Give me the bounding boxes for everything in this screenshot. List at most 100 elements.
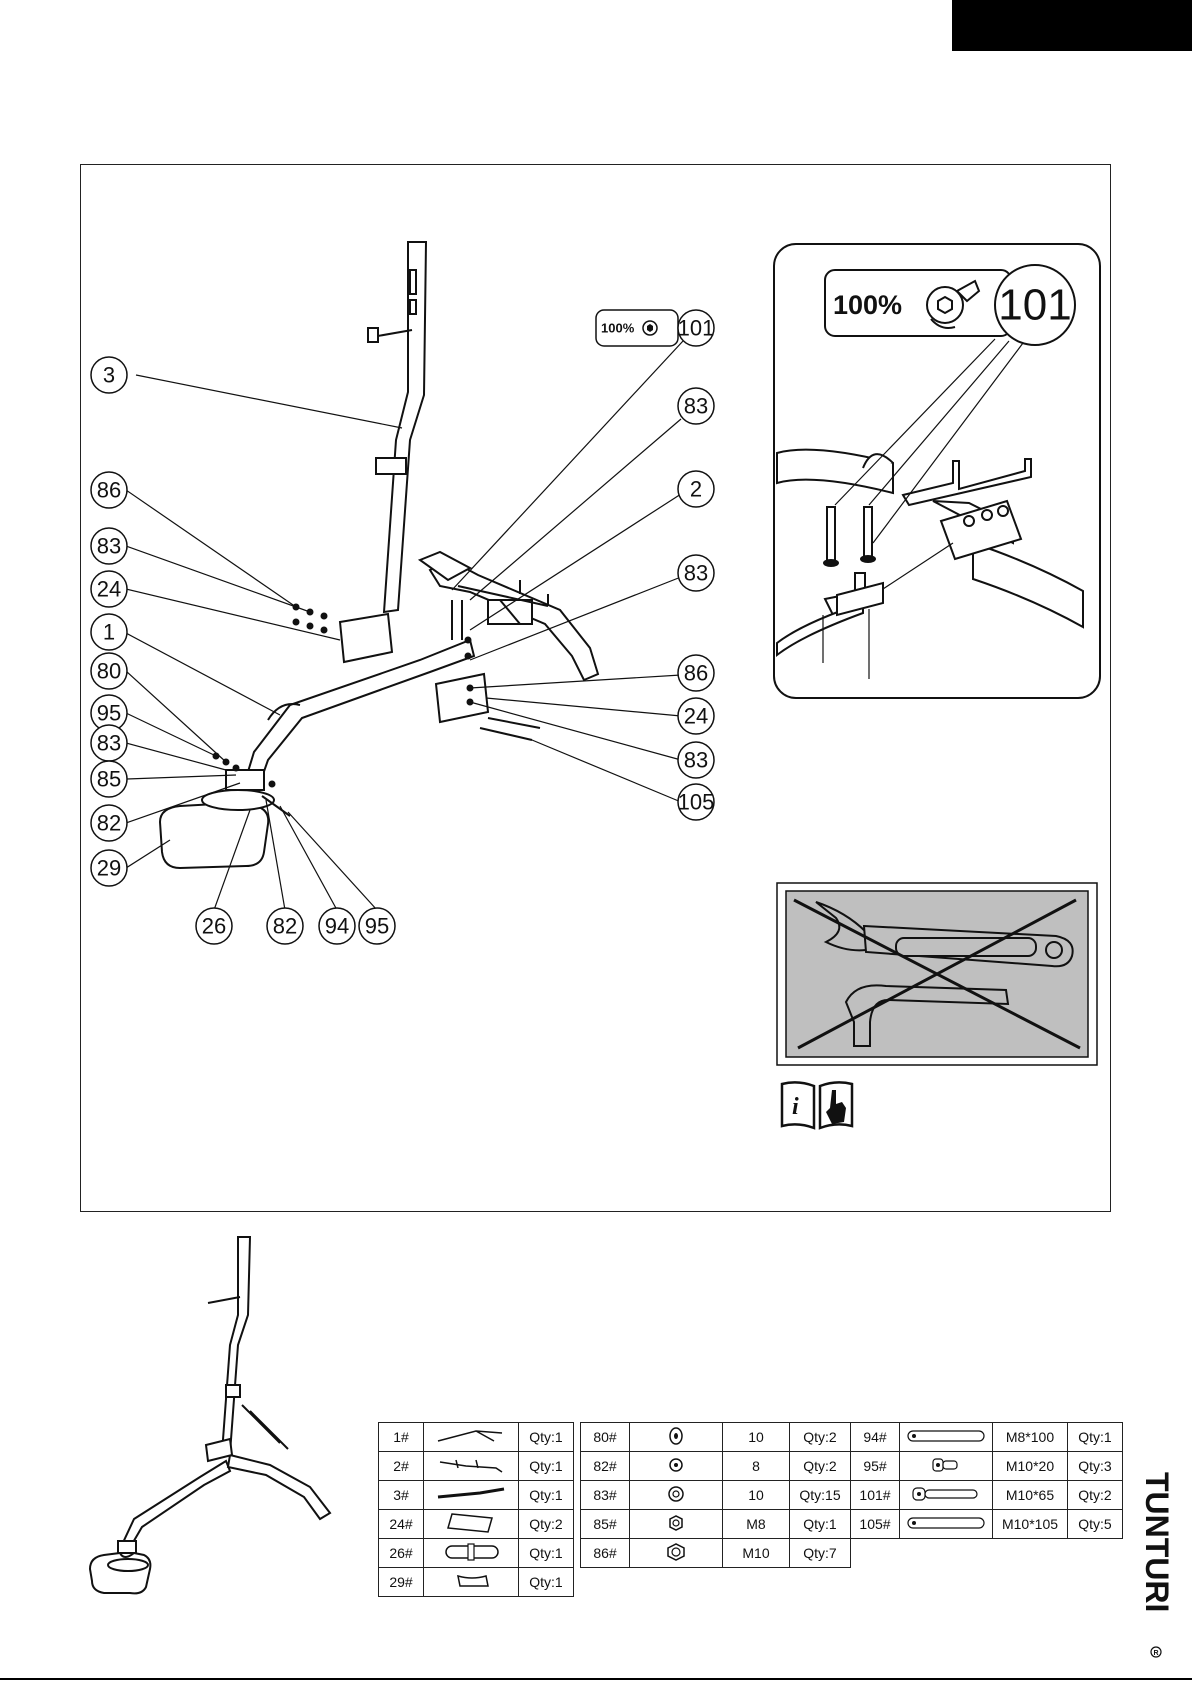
upright-tube-icon bbox=[423, 1480, 519, 1510]
part-qty: Qty:5 bbox=[1067, 1509, 1123, 1539]
svg-text:100%: 100% bbox=[833, 290, 902, 320]
table-row: 1# Qty:1 bbox=[378, 1422, 574, 1452]
nut-icon bbox=[629, 1509, 723, 1539]
part-qty: Qty:7 bbox=[789, 1538, 851, 1568]
svg-text:85: 85 bbox=[97, 767, 121, 792]
wrench-icon bbox=[642, 320, 658, 336]
table-row: 85# M8 Qty:1 bbox=[580, 1509, 851, 1539]
bracket-plate-left bbox=[338, 612, 394, 664]
svg-text:29: 29 bbox=[97, 856, 121, 881]
svg-text:83: 83 bbox=[684, 394, 708, 419]
svg-text:i: i bbox=[792, 1094, 799, 1120]
svg-text:101: 101 bbox=[678, 316, 715, 341]
long-bolt-icon bbox=[899, 1509, 993, 1539]
svg-text:105: 105 bbox=[678, 790, 715, 815]
part-spec: M10*20 bbox=[992, 1451, 1068, 1481]
part-spec: 10 bbox=[722, 1480, 790, 1510]
manual-info-icon: i bbox=[780, 1081, 854, 1130]
torque-badge-small: 100% 101 bbox=[595, 309, 715, 347]
svg-text:24: 24 bbox=[97, 577, 121, 602]
callouts-right: 83 2 83 86 24 83 105 bbox=[677, 387, 715, 821]
part-spec: M10 bbox=[722, 1538, 790, 1568]
part-spec: M10*105 bbox=[992, 1509, 1068, 1539]
foot-plate-icon bbox=[423, 1567, 519, 1597]
part-spec: 10 bbox=[722, 1422, 790, 1452]
part-id: 105# bbox=[850, 1509, 900, 1539]
svg-text:2: 2 bbox=[690, 477, 702, 502]
parts-table-1: 1# Qty:1 2# Qty:1 3# Qty:1 24# Qty:2 26#… bbox=[378, 1422, 574, 1597]
svg-text:100%: 100% bbox=[601, 321, 635, 336]
svg-text:83: 83 bbox=[97, 534, 121, 559]
short-bolt-icon bbox=[899, 1451, 993, 1481]
part-spec: 8 bbox=[722, 1451, 790, 1481]
brand-logo-text: TUNTURI bbox=[1139, 1472, 1175, 1612]
part-id: 26# bbox=[378, 1538, 424, 1568]
part-id: 1# bbox=[378, 1422, 424, 1452]
wrench-icon bbox=[926, 279, 981, 329]
table-row: 82# 8 Qty:2 bbox=[580, 1451, 851, 1481]
part-qty: Qty:3 bbox=[1067, 1451, 1123, 1481]
brand-logo: TUNTURI R bbox=[1139, 1472, 1175, 1658]
frame-part-icon bbox=[423, 1422, 519, 1452]
table-row: 3# Qty:1 bbox=[378, 1480, 574, 1510]
svg-text:82: 82 bbox=[273, 914, 297, 939]
svg-text:86: 86 bbox=[684, 661, 708, 686]
part-qty: Qty:1 bbox=[518, 1480, 574, 1510]
table-row: 95# M10*20 Qty:3 bbox=[850, 1451, 1123, 1481]
part-qty: Qty:2 bbox=[789, 1451, 851, 1481]
front-frame-icon bbox=[423, 1451, 519, 1481]
table-row: 94# M8*100 Qty:1 bbox=[850, 1422, 1123, 1452]
svg-text:83: 83 bbox=[684, 561, 708, 586]
corner-tab bbox=[952, 0, 1192, 51]
assembly-frame bbox=[80, 164, 1111, 1212]
table-row: 101# M10*65 Qty:2 bbox=[850, 1480, 1123, 1510]
svg-text:83: 83 bbox=[97, 731, 121, 756]
part-spec: M8 bbox=[722, 1509, 790, 1539]
detail-panel: 100% 101 bbox=[773, 243, 1101, 699]
part-qty: Qty:1 bbox=[789, 1509, 851, 1539]
table-row: 29# Qty:1 bbox=[378, 1567, 574, 1597]
part-id: 24# bbox=[378, 1509, 424, 1539]
part-qty: Qty:2 bbox=[518, 1509, 574, 1539]
part-spec: M10*65 bbox=[992, 1480, 1068, 1510]
svg-text:101: 101 bbox=[998, 281, 1071, 330]
foot-pad-icon bbox=[423, 1538, 519, 1568]
svg-text:26: 26 bbox=[202, 914, 226, 939]
svg-text:80: 80 bbox=[97, 659, 121, 684]
svg-text:3: 3 bbox=[103, 363, 115, 388]
part-qty: Qty:2 bbox=[1067, 1480, 1123, 1510]
table-row: 105# M10*105 Qty:5 bbox=[850, 1509, 1123, 1539]
part-id: 29# bbox=[378, 1567, 424, 1597]
upright-tube bbox=[382, 241, 428, 614]
table-row: 24# Qty:2 bbox=[378, 1509, 574, 1539]
svg-text:24: 24 bbox=[684, 704, 708, 729]
svg-text:1: 1 bbox=[103, 620, 115, 645]
part-spec: M8*100 bbox=[992, 1422, 1068, 1452]
svg-text:83: 83 bbox=[684, 748, 708, 773]
part-id: 94# bbox=[850, 1422, 900, 1452]
footer-line bbox=[0, 1678, 1192, 1680]
part-id: 86# bbox=[580, 1538, 630, 1568]
curved-washer-icon bbox=[629, 1422, 723, 1452]
part-id: 83# bbox=[580, 1480, 630, 1510]
table-row: 83# 10 Qty:15 bbox=[580, 1480, 851, 1510]
svg-text:86: 86 bbox=[97, 478, 121, 503]
parts-table-3: 94# M8*100 Qty:1 95# M10*20 Qty:3 101# M… bbox=[850, 1422, 1123, 1539]
svg-text:R: R bbox=[1153, 1650, 1158, 1657]
part-qty: Qty:15 bbox=[789, 1480, 851, 1510]
bracket-plate-icon bbox=[423, 1509, 519, 1539]
svg-text:94: 94 bbox=[325, 914, 349, 939]
svg-text:82: 82 bbox=[97, 811, 121, 836]
nut-icon bbox=[629, 1538, 723, 1568]
part-qty: Qty:1 bbox=[518, 1422, 574, 1452]
bolt-icon bbox=[899, 1480, 993, 1510]
svg-text:95: 95 bbox=[365, 914, 389, 939]
washer-icon bbox=[629, 1480, 723, 1510]
part-qty: Qty:2 bbox=[789, 1422, 851, 1452]
part-qty: Qty:1 bbox=[518, 1451, 574, 1481]
svg-text:95: 95 bbox=[97, 701, 121, 726]
part-qty: Qty:1 bbox=[1067, 1422, 1123, 1452]
part-id: 85# bbox=[580, 1509, 630, 1539]
part-qty: Qty:1 bbox=[518, 1538, 574, 1568]
table-row: 80# 10 Qty:2 bbox=[580, 1422, 851, 1452]
